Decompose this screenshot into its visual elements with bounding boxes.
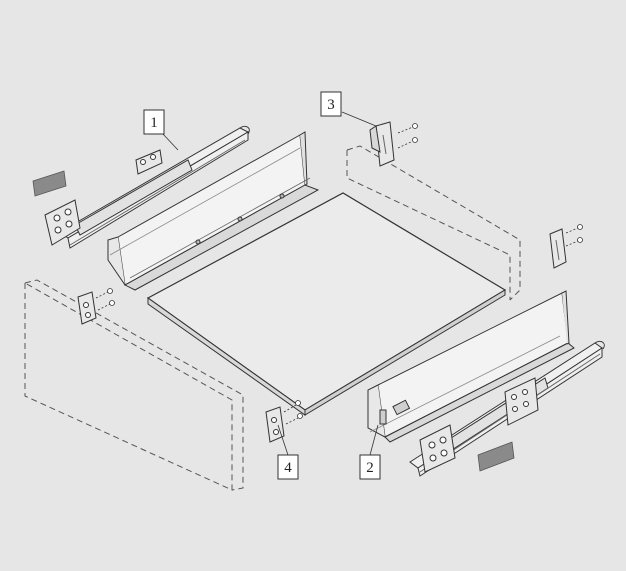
- leader-line-2: [369, 424, 379, 456]
- front-bracket-left: [77, 291, 97, 325]
- leader-line-4: [277, 424, 289, 456]
- drawer-bottom-panel: [146, 192, 507, 416]
- screws-rear-right: [565, 224, 583, 247]
- left-locking-device: [44, 149, 163, 246]
- back-panel-outline: [346, 145, 521, 301]
- front-panel-outline: [24, 279, 244, 491]
- callout-2: 2: [359, 454, 381, 480]
- leader-lines: [161, 111, 379, 456]
- rear-bracket-right: [549, 228, 567, 269]
- callout-1: 1: [143, 109, 165, 135]
- callout-label-4: 4: [284, 460, 292, 476]
- leader-line-1: [161, 132, 179, 151]
- left-drawer-side-panel: [107, 131, 320, 291]
- leader-line-3: [341, 111, 377, 127]
- screws-rear-left: [397, 123, 418, 149]
- rear-bracket-left: [369, 121, 395, 167]
- left-runner: [59, 125, 250, 249]
- screws-front-right: [283, 400, 303, 425]
- callout-4: 4: [277, 454, 299, 480]
- callout-3: 3: [320, 91, 342, 117]
- left-adhesive-pad: [32, 170, 67, 197]
- right-locking-device: [419, 377, 539, 473]
- front-bracket-right: [265, 406, 285, 443]
- callout-label-2: 2: [366, 460, 374, 476]
- screws-front-left: [95, 288, 115, 311]
- right-drawer-side-panel: [367, 290, 575, 443]
- callout-label-1: 1: [150, 115, 158, 131]
- right-adhesive-pad: [477, 441, 515, 472]
- callout-label-3: 3: [327, 97, 335, 113]
